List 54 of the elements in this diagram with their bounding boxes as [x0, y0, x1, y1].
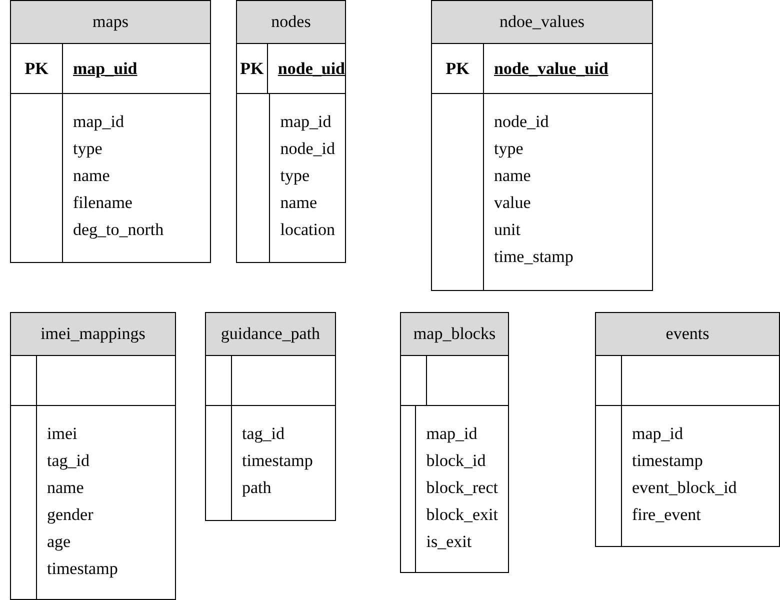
field-name: map_id	[73, 111, 125, 133]
table-name: guidance_path	[206, 313, 335, 356]
field-name: name	[280, 192, 318, 214]
field-name: tag_id	[47, 450, 90, 472]
key-field: map_uid	[63, 44, 138, 93]
field-name: filename	[73, 192, 134, 214]
entity-table	[236, 0, 346, 263]
field-name: event_block_id	[632, 477, 737, 499]
primary-key-label: PK	[432, 44, 484, 93]
field-name: value	[494, 192, 532, 214]
field-name: name	[494, 165, 532, 187]
entity-table	[10, 0, 211, 263]
field-name: map_id	[426, 423, 478, 445]
field-name: type	[280, 165, 310, 187]
field-name: unit	[494, 219, 522, 241]
table-name: imei_mappings	[11, 313, 175, 356]
field-name: imei	[47, 423, 78, 445]
field-name: timestamp	[47, 558, 118, 580]
field-name: deg_to_north	[73, 219, 164, 241]
field-name: fire_event	[632, 504, 702, 526]
table-name: nodes	[237, 1, 345, 44]
field-name: block_id	[426, 450, 487, 472]
table-name: events	[596, 313, 779, 356]
primary-key-label: PK	[11, 44, 63, 93]
field-name: time_stamp	[494, 246, 574, 268]
field-name: node_id	[494, 111, 550, 133]
field-name: block_rect	[426, 477, 498, 499]
primary-key-label: PK	[237, 44, 268, 93]
field-name: type	[494, 138, 524, 160]
table-name: ndoe_values	[432, 1, 652, 44]
field-name: timestamp	[242, 450, 313, 472]
key-field: node_uid	[268, 44, 345, 93]
entity-table	[400, 312, 509, 573]
key-field: node_value_uid	[484, 44, 608, 93]
field-name: gender	[47, 504, 94, 526]
field-name: node_id	[280, 138, 335, 160]
field-name: block_exit	[426, 504, 498, 526]
field-name: name	[73, 165, 111, 187]
field-name: timestamp	[632, 450, 704, 472]
field-name: map_id	[280, 111, 332, 133]
field-name: tag_id	[242, 423, 286, 445]
entity-table	[205, 312, 336, 521]
field-name: age	[47, 531, 72, 553]
field-name: map_id	[632, 423, 684, 445]
field-name: type	[73, 138, 104, 160]
entity-table	[595, 312, 780, 547]
table-name: maps	[11, 1, 210, 44]
table-name: map_blocks	[401, 313, 508, 356]
field-name: path	[242, 477, 272, 499]
field-name: is_exit	[426, 531, 473, 553]
entity-table	[431, 0, 653, 291]
field-name: location	[280, 219, 335, 241]
entity-table	[10, 312, 176, 600]
field-name: name	[47, 477, 85, 499]
